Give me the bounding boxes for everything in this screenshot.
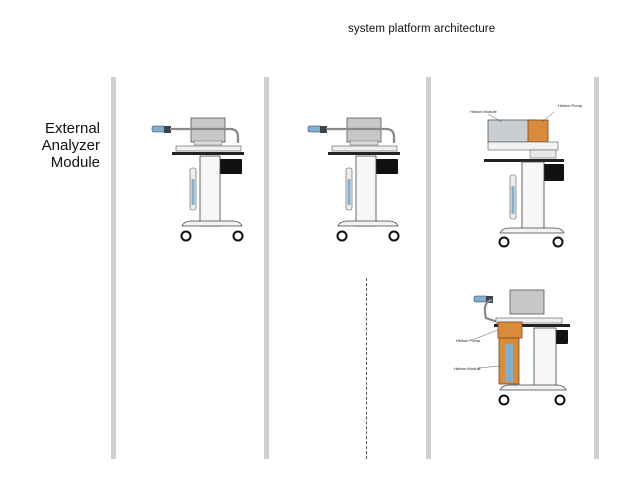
helium-pump-box bbox=[497, 321, 523, 339]
callout-leader-helium-module bbox=[487, 113, 503, 123]
row-label-external-analyzer-module: External Analyzer Module bbox=[20, 120, 100, 171]
row-label-line-1: External bbox=[44, 120, 100, 137]
callout-leader-helium-module-2 bbox=[477, 365, 501, 369]
diagram-title: system platform architecture bbox=[348, 23, 496, 35]
callout-helium-pump-line1: Helium Pump bbox=[558, 103, 583, 108]
monitor-icon bbox=[346, 117, 382, 146]
column-divider-1 bbox=[111, 77, 116, 459]
cart-diagram-4: Helium Pump Helium Module bbox=[454, 289, 570, 406]
column-divider-3 bbox=[426, 77, 431, 459]
callout-leader-helium-pump bbox=[541, 111, 555, 123]
row-label-line-3: Module bbox=[50, 154, 100, 171]
cart-diagram-2 bbox=[307, 117, 400, 242]
column-divider-2 bbox=[264, 77, 269, 459]
helium-module-box bbox=[498, 337, 520, 385]
analyzer-probe-icon bbox=[307, 125, 396, 143]
row-label-line-2: Analyzer bbox=[41, 137, 100, 154]
callout-leader-helium-pump-2 bbox=[471, 329, 499, 341]
callout-helium-module-2: Helium Module bbox=[454, 366, 481, 371]
analyzer-probe-icon bbox=[151, 125, 240, 143]
monitor-icon bbox=[190, 117, 226, 146]
cart-diagram-3: Helium Module Helium Pump bbox=[470, 103, 583, 248]
analyzer-probe-icon bbox=[473, 295, 499, 324]
column-divider-4 bbox=[594, 77, 599, 459]
callout-helium-module: Helium Module bbox=[470, 109, 497, 114]
monitor-icon bbox=[509, 289, 545, 315]
helium-pump-box bbox=[527, 119, 549, 143]
dashed-separator bbox=[366, 278, 367, 459]
cart-diagram-1 bbox=[151, 117, 244, 242]
callout-helium-pump-2: Helium Pump bbox=[456, 338, 481, 343]
